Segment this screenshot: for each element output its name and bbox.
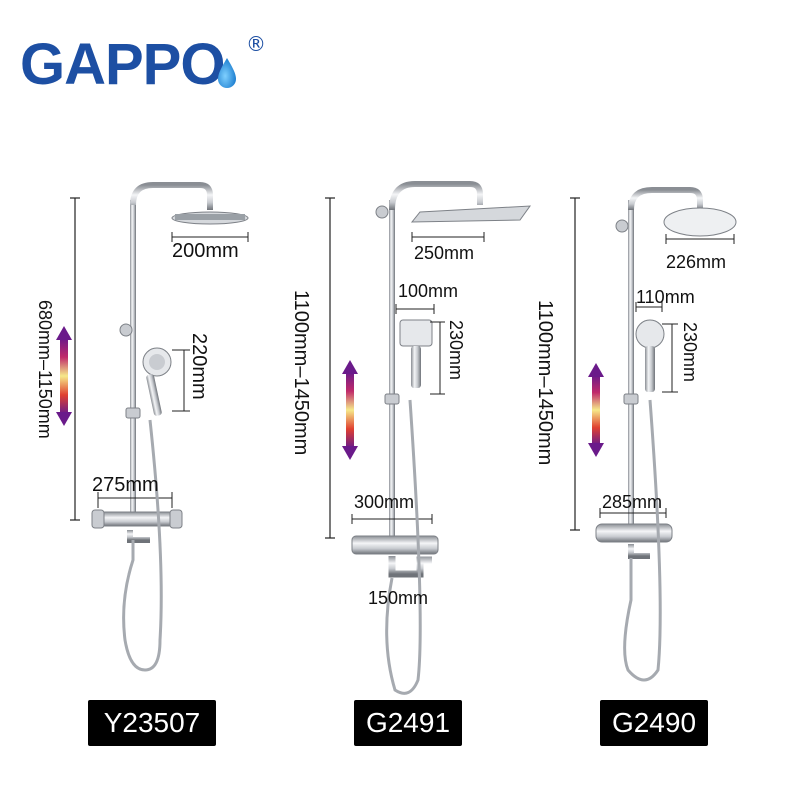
valve-width-label: 275mm xyxy=(92,474,159,496)
model-badge: G2490 xyxy=(600,700,708,746)
spout-length-label: 150mm xyxy=(368,588,429,608)
model-badge: Y23507 xyxy=(88,700,216,746)
model-badge: G2491 xyxy=(354,700,462,746)
valve-width-label: 285mm xyxy=(602,492,663,512)
brand-name: GAPPO xyxy=(20,32,225,97)
water-drop-icon xyxy=(218,58,236,88)
hand-shower-height-label: 230mm xyxy=(680,322,700,383)
hand-shower-width-label: 100mm xyxy=(398,281,459,301)
head-size-label: 226mm xyxy=(666,252,727,272)
hand-shower-width-label: 110mm xyxy=(636,287,695,307)
valve-width-label: 300mm xyxy=(354,492,415,512)
gappo-logo: GAPPO ® xyxy=(20,30,266,100)
registered-mark: ® xyxy=(246,32,266,56)
height-range-label: 1100mm–1450mm xyxy=(534,300,556,466)
temperature-arrow-icon xyxy=(588,363,604,457)
head-size-label: 200mm xyxy=(172,240,239,262)
temperature-arrow-icon xyxy=(56,326,72,426)
temperature-arrow-icon xyxy=(342,360,358,460)
head-size-label: 250mm xyxy=(414,243,475,263)
